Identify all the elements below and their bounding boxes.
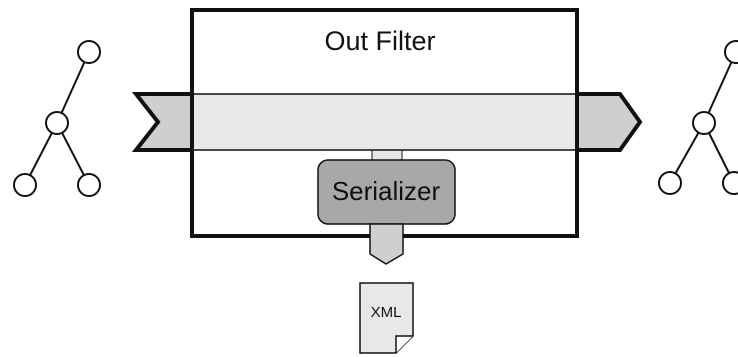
data-pipe <box>191 93 578 151</box>
input-tree-icon <box>13 40 101 197</box>
serializer-output-arrow <box>369 223 404 265</box>
xml-document-icon <box>359 282 414 354</box>
output-tree-icon <box>658 40 738 195</box>
input-arrow <box>131 92 194 152</box>
serializer-label: Serializer <box>332 176 441 206</box>
xml-document-label: XML <box>371 304 402 321</box>
out-filter-title: Out Filter <box>324 26 435 56</box>
output-arrow <box>575 92 643 152</box>
